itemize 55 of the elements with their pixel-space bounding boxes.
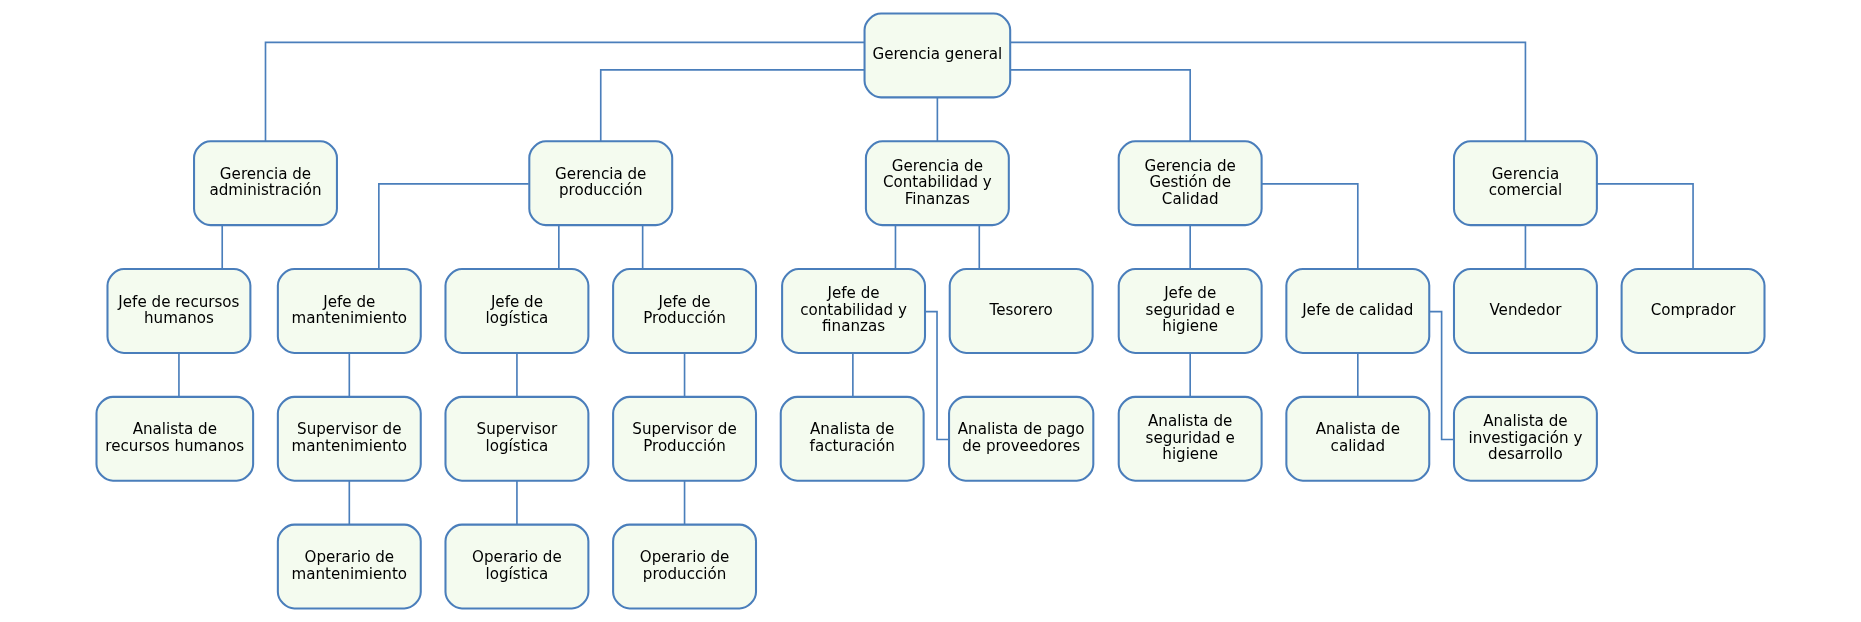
node-box: Gerencia general: [863, 12, 1012, 99]
connector: [348, 352, 351, 398]
node-box: Gerencia comercial: [1452, 140, 1598, 227]
node-box: Jefe de mantenimiento: [276, 268, 422, 354]
connector: [1596, 183, 1694, 270]
connector: [852, 352, 854, 398]
node-box: Tesorero: [948, 268, 1094, 354]
node-box: Analista de recursos humanos: [95, 395, 255, 482]
connector: [264, 41, 865, 142]
node-box: Jefe de seguridad e higiene: [1117, 268, 1263, 354]
connector: [1428, 310, 1455, 441]
connector: [221, 224, 224, 270]
node-box: Gerencia de producción: [528, 140, 674, 227]
connector: [641, 224, 644, 270]
node-box: Analista de investigación y desarrollo: [1452, 395, 1598, 482]
node-box: Gerencia de Gestión de Calidad: [1117, 140, 1263, 227]
connector: [924, 310, 950, 441]
connector: [1357, 352, 1359, 398]
node-box: Operario de logística: [444, 523, 590, 610]
node-box: Analista de calidad: [1285, 395, 1431, 482]
connector: [894, 224, 897, 270]
node-box: Supervisor logística: [444, 395, 590, 482]
node-box: Analista de pago de proveedores: [948, 395, 1095, 482]
node-box: Gerencia de Contabilidad y Finanzas: [864, 140, 1010, 227]
connector: [1189, 352, 1191, 398]
connector: [1009, 69, 1191, 142]
connector: [599, 69, 866, 142]
node-box: Operario de mantenimiento: [276, 523, 422, 610]
connector: [1189, 224, 1191, 270]
node-box: Jefe de calidad: [1285, 268, 1431, 354]
node-box: Analista de seguridad e higiene: [1117, 395, 1263, 482]
connector: [516, 480, 518, 526]
node-box: Operario de producción: [612, 523, 758, 610]
connector: [683, 480, 686, 526]
connector: [178, 352, 180, 398]
node-box: Jefe de Producción: [612, 268, 758, 354]
connector: [558, 224, 560, 270]
node-box: Supervisor de mantenimiento: [276, 395, 422, 482]
node-box: Vendedor: [1452, 268, 1598, 354]
connector: [1009, 41, 1527, 142]
connector: [978, 224, 981, 270]
connector: [348, 480, 351, 526]
connector: [1260, 183, 1359, 270]
node-box: Comprador: [1620, 268, 1766, 354]
node-box: Gerencia de administración: [193, 140, 338, 227]
connector: [936, 96, 939, 142]
node-box: Jefe de contabilidad y finanzas: [781, 268, 927, 354]
node-box: Jefe de recursos humanos: [106, 268, 252, 354]
connector: [516, 352, 518, 398]
connector: [378, 183, 530, 270]
connector: [683, 352, 686, 398]
node-box: Jefe de logística: [444, 268, 590, 354]
node-box: Supervisor de Producción: [612, 395, 758, 482]
connector: [1524, 224, 1527, 270]
node-box: Analista de facturación: [779, 395, 925, 482]
